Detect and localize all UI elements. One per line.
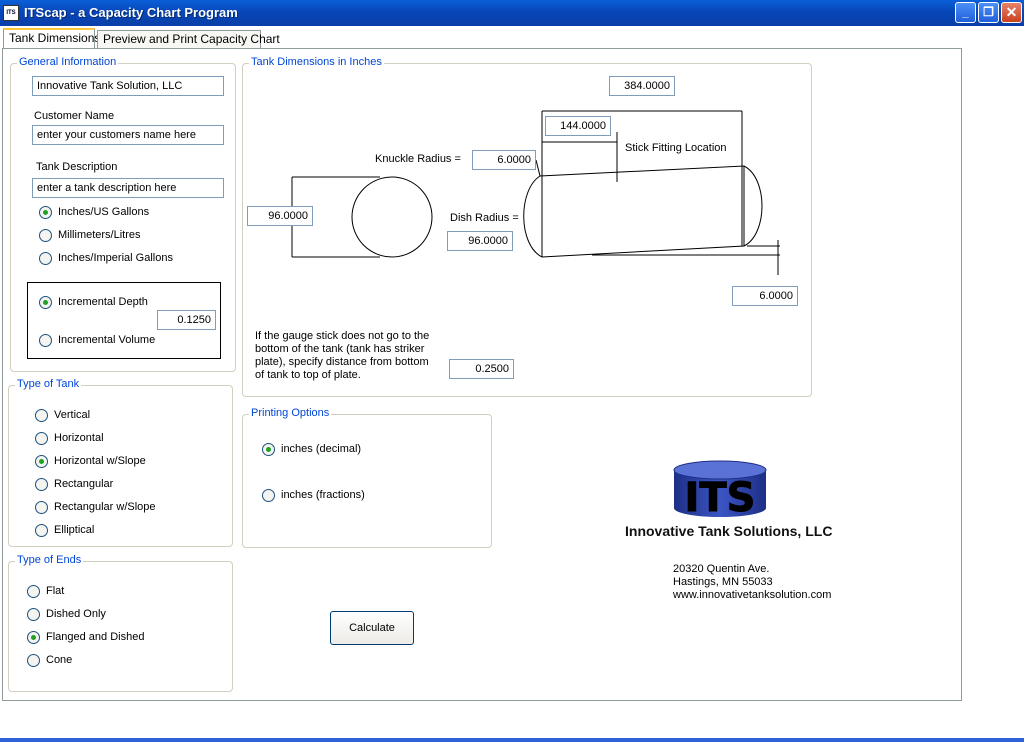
knuckle-radius-label: Knuckle Radius = <box>375 153 461 165</box>
title-bar: ITS ITScap - a Capacity Chart Program _ … <box>0 0 1024 26</box>
radio-incremental-volume[interactable]: Incremental Volume <box>39 334 155 350</box>
tank-description-input[interactable]: enter a tank description here <box>32 178 224 198</box>
printing-options-legend: Printing Options <box>249 407 332 419</box>
radio-cone[interactable]: Cone <box>27 654 72 670</box>
window-title: ITScap - a Capacity Chart Program <box>24 5 238 20</box>
radio-horizontal-slope[interactable]: Horizontal w/Slope <box>35 455 146 471</box>
radio-dot-icon <box>35 501 48 514</box>
radio-dot-icon <box>27 585 40 598</box>
tank-side-body <box>539 165 745 258</box>
tank-type-group: Type of Tank <box>8 378 233 547</box>
radio-flat[interactable]: Flat <box>27 585 64 601</box>
close-icon[interactable]: ✕ <box>1001 2 1022 23</box>
logo-cylinder-top <box>673 460 767 480</box>
end-type-group: Type of Ends <box>8 554 233 692</box>
logo-cylinder-body <box>674 470 766 517</box>
incremental-depth-input[interactable]: 0.1250 <box>157 310 216 330</box>
address-line1: 20320 Quentin Ave. <box>673 563 770 575</box>
radio-vertical[interactable]: Vertical <box>35 409 90 425</box>
radio-dot-icon <box>262 443 275 456</box>
customer-name-label: Customer Name <box>34 110 115 122</box>
tab-tank-dimensions[interactable]: Tank Dimensions <box>3 28 100 49</box>
company-name-input[interactable]: Innovative Tank Solution, LLC <box>32 76 224 96</box>
knuckle-leader <box>535 159 541 177</box>
radio-dot-icon <box>35 409 48 422</box>
tab-preview-print[interactable]: Preview and Print Capacity Chart <box>97 30 280 48</box>
length-input[interactable]: 384.0000 <box>609 76 675 96</box>
minimize-icon[interactable]: _ <box>955 2 976 23</box>
general-info-legend: General Information <box>17 56 119 68</box>
radio-inches-us-gallons[interactable]: Inches/US Gallons <box>39 206 149 222</box>
dimensions-legend: Tank Dimensions in Inches <box>249 56 384 68</box>
app-icon: ITS <box>3 5 19 21</box>
radio-dot-icon <box>35 478 48 491</box>
knuckle-radius-input[interactable]: 6.0000 <box>472 150 536 170</box>
radio-rectangular-slope[interactable]: Rectangular w/Slope <box>35 501 156 517</box>
restore-icon[interactable]: ❐ <box>978 2 999 23</box>
dimensions-group: Tank Dimensions in Inches <box>242 56 812 397</box>
logo-text: ITS <box>685 475 756 521</box>
end-type-legend: Type of Ends <box>15 554 84 566</box>
radio-dot-icon <box>27 631 40 644</box>
tank-description-label: Tank Description <box>36 161 118 173</box>
general-info-group: General Information <box>10 56 236 372</box>
radio-dot-icon <box>262 489 275 502</box>
tank-right-head <box>743 165 763 247</box>
tank-type-legend: Type of Tank <box>15 378 82 390</box>
radio-dot-icon <box>39 334 52 347</box>
radio-rectangular[interactable]: Rectangular <box>35 478 113 494</box>
company-name: Innovative Tank Solutions, LLC <box>625 523 833 539</box>
radio-dot-icon <box>27 654 40 667</box>
address-line2: Hastings, MN 55033 <box>673 576 773 588</box>
tank-end-view <box>351 176 433 258</box>
printing-options-group: Printing Options <box>242 407 492 548</box>
stick-offset-input[interactable]: 144.0000 <box>545 116 611 136</box>
radio-dot-icon <box>35 455 48 468</box>
radio-dot-icon <box>27 608 40 621</box>
radio-horizontal[interactable]: Horizontal <box>35 432 104 448</box>
radio-inches-decimal[interactable]: inches (decimal) <box>262 443 361 459</box>
calculate-button[interactable]: Calculate <box>330 611 414 645</box>
striker-plate-input[interactable]: 0.2500 <box>449 359 514 379</box>
radio-dot-icon <box>39 252 52 265</box>
stick-fitting-label: Stick Fitting Location <box>625 142 727 154</box>
increment-box <box>27 282 221 359</box>
radio-dot-icon <box>39 296 52 309</box>
radio-dished-only[interactable]: Dished Only <box>27 608 106 624</box>
radio-dot-icon <box>39 206 52 219</box>
slope-input[interactable]: 6.0000 <box>732 286 798 306</box>
radio-elliptical[interactable]: Elliptical <box>35 524 94 540</box>
radio-millimeters-litres[interactable]: Millimeters/Litres <box>39 229 141 245</box>
dish-radius-label: Dish Radius = <box>450 212 519 224</box>
radio-dot-icon <box>39 229 52 242</box>
radio-inches-imperial-gallons[interactable]: Inches/Imperial Gallons <box>39 252 173 268</box>
customer-name-input[interactable]: enter your customers name here <box>32 125 224 145</box>
radio-flanged-dished[interactable]: Flanged and Dished <box>27 631 144 647</box>
tank-left-head <box>523 175 543 258</box>
diameter-input[interactable]: 96.0000 <box>247 206 313 226</box>
radio-dot-icon <box>35 432 48 445</box>
radio-dot-icon <box>35 524 48 537</box>
taskbar <box>0 738 1024 742</box>
radio-inches-fractions[interactable]: inches (fractions) <box>262 489 365 505</box>
website-link[interactable]: www.innovativetanksolution.com <box>673 589 832 601</box>
radio-incremental-depth[interactable]: Incremental Depth <box>39 296 148 312</box>
striker-plate-note: If the gauge stick does not go to the bo… <box>255 330 430 381</box>
dish-radius-input[interactable]: 96.0000 <box>447 231 513 251</box>
